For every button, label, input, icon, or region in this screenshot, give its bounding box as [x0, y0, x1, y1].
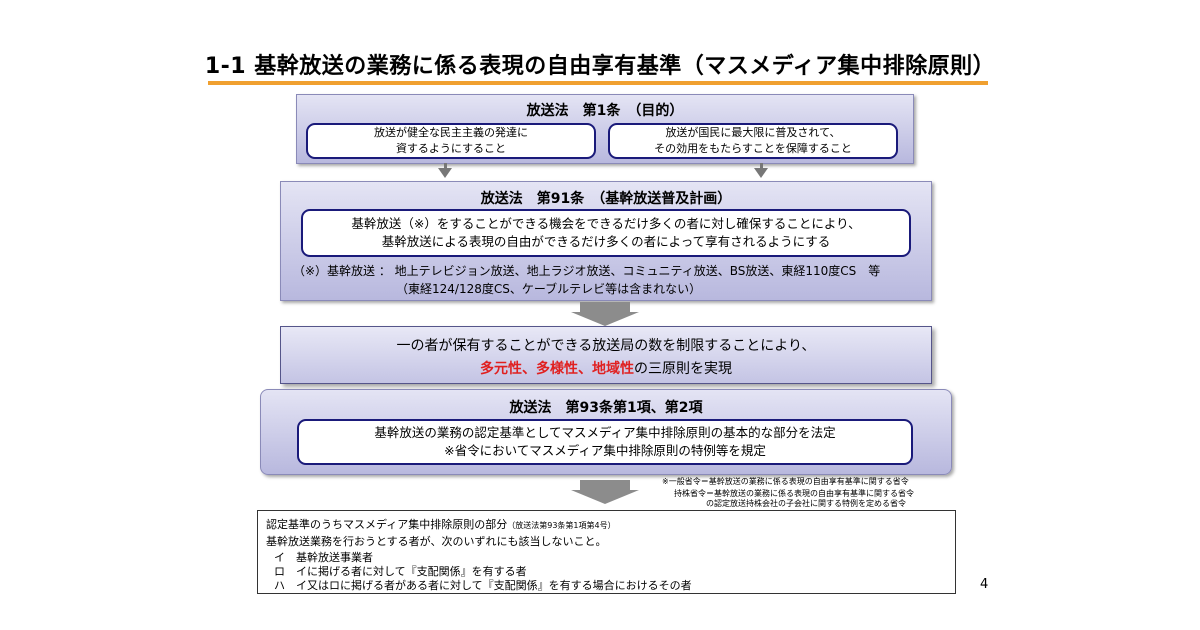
article91-panel: 放送法 第91条 （基幹放送普及計画） 基幹放送（※）をすることができる機会をで… [280, 181, 932, 301]
article91-line1: 基幹放送（※）をすることができる機会をできるだけ多くの者に対し確保することにより… [351, 216, 861, 231]
article1-right-purpose: 放送が国民に最大限に普及されて、 その効用をもたらすことを保障すること [608, 123, 898, 159]
big-arrow-1-down-icon [571, 312, 639, 326]
article1-right-line1: 放送が国民に最大限に普及されて、 [665, 126, 841, 139]
principle-line2: 多元性、多様性、地域性の三原則を実現 [281, 358, 931, 378]
criteria-item-ha: ハ イ又はロに掲げる者がある者に対して『支配関係』を有する場合におけるその者 [274, 579, 692, 592]
page-number: 4 [980, 577, 989, 592]
article93-content: 基幹放送の業務の認定基準としてマスメディア集中排除原則の基本的な部分を法定 ※省… [297, 419, 913, 465]
footnote-holding-ordinance: 持株省令＝基幹放送の業務に係る表現の自由享有基準に関する省令 [674, 489, 914, 498]
criteria-box: 認定基準のうちマスメディア集中排除原則の部分（放送法第93条第1項第4号） 基幹… [257, 510, 956, 594]
criteria-item-ro: ロ イに掲げる者に対して『支配関係』を有する者 [274, 565, 527, 578]
arrow-left-down-icon [438, 168, 452, 178]
article91-note1: （※）基幹放送 ： 地上テレビジョン放送、地上ラジオ放送、コミュニティ放送、BS… [293, 264, 881, 278]
principle-line1: 一の者が保有することができる放送局の数を制限することにより、 [396, 338, 816, 354]
article91-heading: 放送法 第91条 （基幹放送普及計画） [480, 191, 732, 207]
article91-line2: 基幹放送による表現の自由ができるだけ多くの者によって享有されるようにする [381, 234, 831, 249]
footnote-general-ordinance: ※一般省令＝基幹放送の業務に係る表現の自由享有基準に関する省令 [662, 477, 909, 486]
title-underline [208, 81, 988, 85]
article91-purpose: 基幹放送（※）をすることができる機会をできるだけ多くの者に対し確保することにより… [301, 209, 911, 257]
article1-left-line1: 放送が健全な民主主義の発達に [374, 126, 528, 139]
big-arrow-1-body [580, 302, 630, 312]
article91-note2: （東経124/128度CS、ケーブルテレビ等は含まれない） [396, 282, 702, 296]
big-arrow-2-body [580, 480, 630, 490]
article1-panel: 放送法 第1条 （目的） 放送が健全な民主主義の発達に 資するようにすること 放… [296, 94, 914, 164]
three-principles-box: 一の者が保有することができる放送局の数を制限することにより、 多元性、多様性、地… [280, 326, 932, 384]
article1-heading: 放送法 第1条 （目的） [526, 103, 684, 119]
article1-right-line2: その効用をもたらすことを保障すること [654, 142, 852, 155]
article1-left-line2: 資するようにすること [395, 142, 507, 155]
article93-panel: 放送法 第93条第1項、第2項 基幹放送の業務の認定基準としてマスメディア集中排… [260, 389, 952, 475]
article93-line2: ※省令においてマスメディア集中排除原則の特例等を規定 [444, 443, 766, 458]
arrow-right-stem [760, 163, 763, 169]
criteria-heading-text: 認定基準のうちマスメディア集中排除原則の部分 [266, 518, 508, 531]
footnote-holding-ordinance-cont: の認定放送持株会社の子会社に関する特例を定める省令 [706, 499, 906, 508]
article93-line1: 基幹放送の業務の認定基準としてマスメディア集中排除原則の基本的な部分を法定 [374, 425, 836, 440]
arrow-right-down-icon [754, 168, 768, 178]
arrow-left-stem [444, 163, 447, 169]
criteria-item-i: イ 基幹放送事業者 [274, 551, 373, 564]
criteria-intro: 基幹放送業務を行おうとする者が、次のいずれにも該当しないこと。 [266, 535, 607, 548]
principle-line2-rest: の三原則を実現 [634, 361, 732, 377]
page-title: 1-1 基幹放送の業務に係る表現の自由享有基準（マスメディア集中排除原則） [204, 54, 996, 79]
principle-red-text: 多元性、多様性、地域性 [480, 361, 634, 377]
article93-heading: 放送法 第93条第1項、第2項 [509, 400, 703, 416]
article1-left-purpose: 放送が健全な民主主義の発達に 資するようにすること [306, 123, 596, 159]
criteria-heading: 認定基準のうちマスメディア集中排除原則の部分（放送法第93条第1項第4号） [266, 516, 616, 532]
big-arrow-2-down-icon [571, 490, 639, 504]
criteria-heading-ref: （放送法第93条第1項第4号） [507, 521, 616, 530]
